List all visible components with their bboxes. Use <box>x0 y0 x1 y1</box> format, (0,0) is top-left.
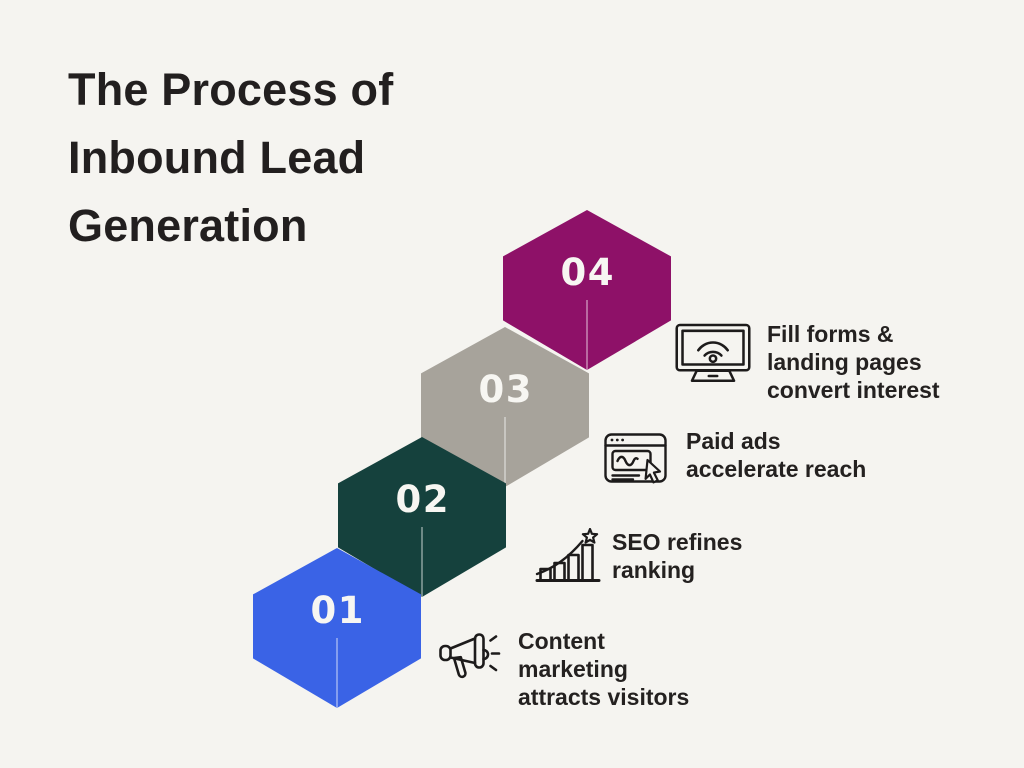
step-label-01-line-2: marketing <box>518 656 628 682</box>
title-line-1: The Process of <box>68 64 394 115</box>
step-label-01: Content marketing attracts visitors <box>518 624 689 711</box>
hexagon-seam <box>421 526 423 597</box>
step-label-02-line-2: ranking <box>612 557 696 583</box>
step-label-03-line-1: Paid ads <box>686 428 781 454</box>
paid-ads-browser-cursor-icon <box>602 430 670 490</box>
step-number-01: 01 <box>310 588 365 632</box>
step-number-03: 03 <box>478 367 533 411</box>
step-label-04-line-3: convert interest <box>767 377 940 403</box>
megaphone-icon <box>436 630 502 682</box>
step-label-01-line-1: Content <box>518 628 605 654</box>
step-label-03-line-2: accelerate reach <box>686 456 867 482</box>
step-label-02-line-1: SEO refines <box>612 529 743 555</box>
step-annotation-03: Paid ads accelerate reach <box>602 424 866 490</box>
title-line-2: Inbound Lead <box>68 132 366 183</box>
step-number-02: 02 <box>395 477 450 521</box>
step-label-03: Paid ads accelerate reach <box>686 424 866 483</box>
step-label-02: SEO refines ranking <box>612 522 742 584</box>
step-label-04-line-2: landing pages <box>767 349 922 375</box>
hexagon-seam <box>336 637 338 708</box>
step-annotation-01: Content marketing attracts visitors <box>436 624 689 711</box>
hexagon-seam <box>586 299 588 370</box>
step-label-04-line-1: Fill forms & <box>767 321 894 347</box>
step-label-01-line-3: attracts visitors <box>518 684 690 710</box>
title-line-3: Generation <box>68 200 308 251</box>
step-annotation-04: Fill forms & landing pages convert inter… <box>672 316 940 404</box>
page-title: The Process of Inbound Lead Generation <box>68 56 488 260</box>
monitor-wifi-icon <box>672 321 754 389</box>
seo-bar-chart-star-icon <box>534 528 602 586</box>
hexagon-seam <box>504 416 506 487</box>
step-label-04: Fill forms & landing pages convert inter… <box>767 316 940 404</box>
step-number-04: 04 <box>560 250 615 294</box>
step-annotation-02: SEO refines ranking <box>534 522 742 586</box>
